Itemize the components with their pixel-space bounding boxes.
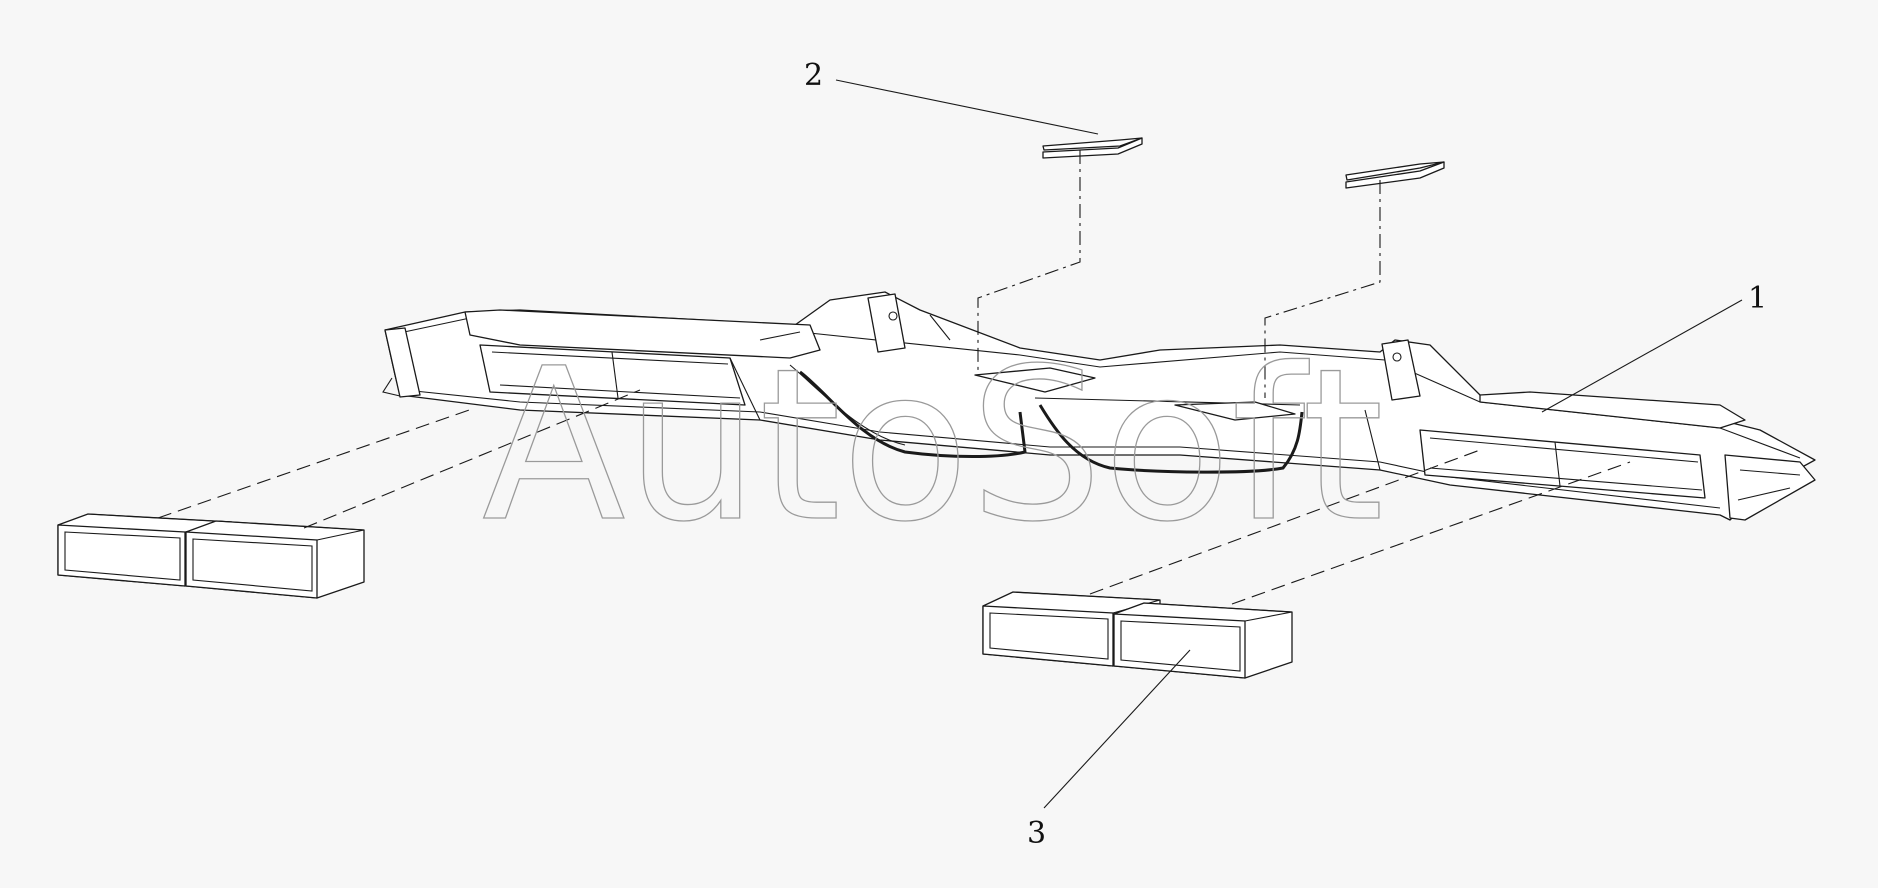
callout-label-2: 2 <box>804 58 823 93</box>
autosoft-watermark: AutoSoft <box>482 323 1384 568</box>
main-air-duct-part-1 <box>382 291 1816 521</box>
leader-line-2 <box>835 79 1099 135</box>
callout-label-3: 3 <box>1027 816 1046 851</box>
vent-outlet-part-3-left-pair <box>57 513 365 599</box>
leader-line-1 <box>1541 299 1743 413</box>
callout-label-1: 1 <box>1748 281 1767 316</box>
duct-cap-part-2-left <box>1042 137 1143 159</box>
leader-line-3 <box>1043 649 1191 809</box>
duct-cap-part-2-right <box>1345 161 1445 189</box>
assembly-guide-lines <box>157 150 1631 605</box>
vent-outlet-part-3-right-pair <box>982 591 1293 679</box>
